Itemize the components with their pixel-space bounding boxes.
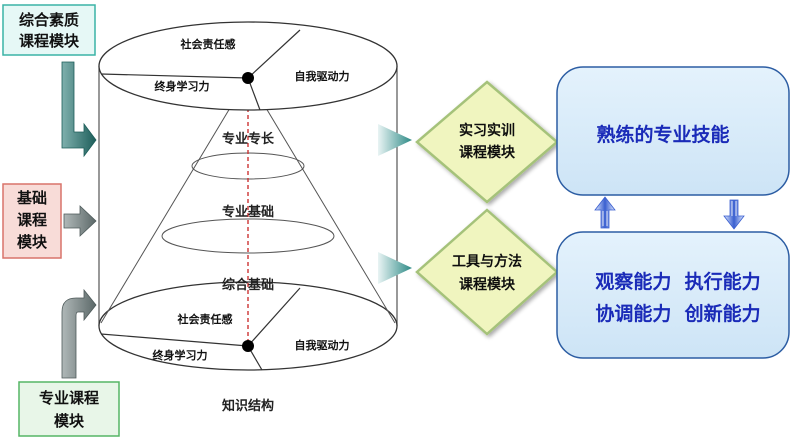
cone-outline — [100, 77, 396, 324]
top-lifelong-label: 终身学习力 — [155, 79, 210, 93]
cone-specialty-label: 专业专长 — [222, 131, 275, 147]
basic-module-line1: 基础 — [16, 189, 47, 207]
tools-diamond-line2: 课程模块 — [459, 276, 516, 293]
professional-module-line1: 专业课程 — [39, 389, 99, 407]
comprehensive-module-bg — [2, 4, 96, 56]
bottom-center-dot — [242, 340, 254, 352]
top-divider-left — [100, 73, 249, 79]
practice-module-diamond: 实习实训 课程模块 — [415, 80, 559, 204]
practice-diamond-line2: 课程模块 — [459, 144, 516, 161]
connector-arrow-practice-icon — [378, 124, 412, 156]
practice-diamond-line1: 实习实训 — [459, 122, 515, 139]
professional-module-bg — [18, 381, 120, 437]
bottom-divider-upper — [247, 287, 301, 347]
skills-outcome-text: 熟练的专业技能 — [596, 123, 729, 146]
basic-arrow-icon — [63, 205, 97, 237]
comprehensive-module-line2: 课程模块 — [19, 32, 80, 50]
connector-arrow-tools-icon — [378, 252, 412, 284]
tools-diamond-line1: 工具与方法 — [452, 253, 522, 270]
professional-arrow-icon — [61, 288, 97, 379]
skills-outcome-bg — [556, 66, 790, 196]
knowledge-structure-caption: 知识结构 — [222, 398, 274, 414]
abilities-row1-text: 观察能力 执行能力 — [595, 270, 760, 293]
comprehensive-module-box: 综合素质 课程模块 — [2, 4, 96, 56]
down-arrow-icon — [723, 199, 745, 230]
knowledge-cylinder: 社会责任感 终身学习力 自我驱动力 专业专长 专业基础 综合基础 社会责任感 终… — [98, 21, 398, 414]
tools-diamond-shape — [415, 208, 559, 336]
bottom-self-label: 自我驱动力 — [295, 338, 350, 352]
top-center-dot — [242, 72, 254, 84]
cone-ellipse-foundation — [161, 218, 335, 254]
basic-module-bg — [2, 183, 62, 259]
bottom-social-label: 社会责任感 — [177, 312, 233, 326]
top-social-label: 社会责任感 — [180, 37, 236, 51]
skills-outcome-box: 熟练的专业技能 — [556, 66, 790, 196]
comprehensive-module-line1: 综合素质 — [19, 11, 79, 29]
professional-module-line2: 模块 — [54, 412, 85, 430]
abilities-outcome-box: 观察能力 执行能力 协调能力 创新能力 — [556, 231, 790, 359]
top-divider-upper — [247, 29, 301, 79]
comprehensive-arrow-icon — [61, 61, 97, 158]
practice-diamond-shape — [415, 80, 559, 204]
basic-module-box: 基础 课程 模块 — [2, 183, 62, 259]
cone-foundation-label: 专业基础 — [222, 204, 274, 220]
tools-module-diamond: 工具与方法 课程模块 — [415, 208, 559, 336]
bottom-divider-left — [100, 333, 249, 347]
basic-module-line3: 模块 — [17, 233, 48, 251]
top-self-label: 自我驱动力 — [295, 69, 350, 83]
up-arrow-icon — [594, 196, 616, 229]
cone-general-label: 综合基础 — [222, 277, 274, 293]
abilities-outcome-bg — [556, 231, 790, 359]
professional-module-box: 专业课程 模块 — [18, 381, 120, 437]
bottom-lifelong-label: 终身学习力 — [153, 348, 208, 362]
abilities-row2-text: 协调能力 创新能力 — [595, 302, 760, 325]
basic-module-line2: 课程 — [17, 211, 47, 229]
cylinder-top-ellipse — [98, 21, 398, 111]
